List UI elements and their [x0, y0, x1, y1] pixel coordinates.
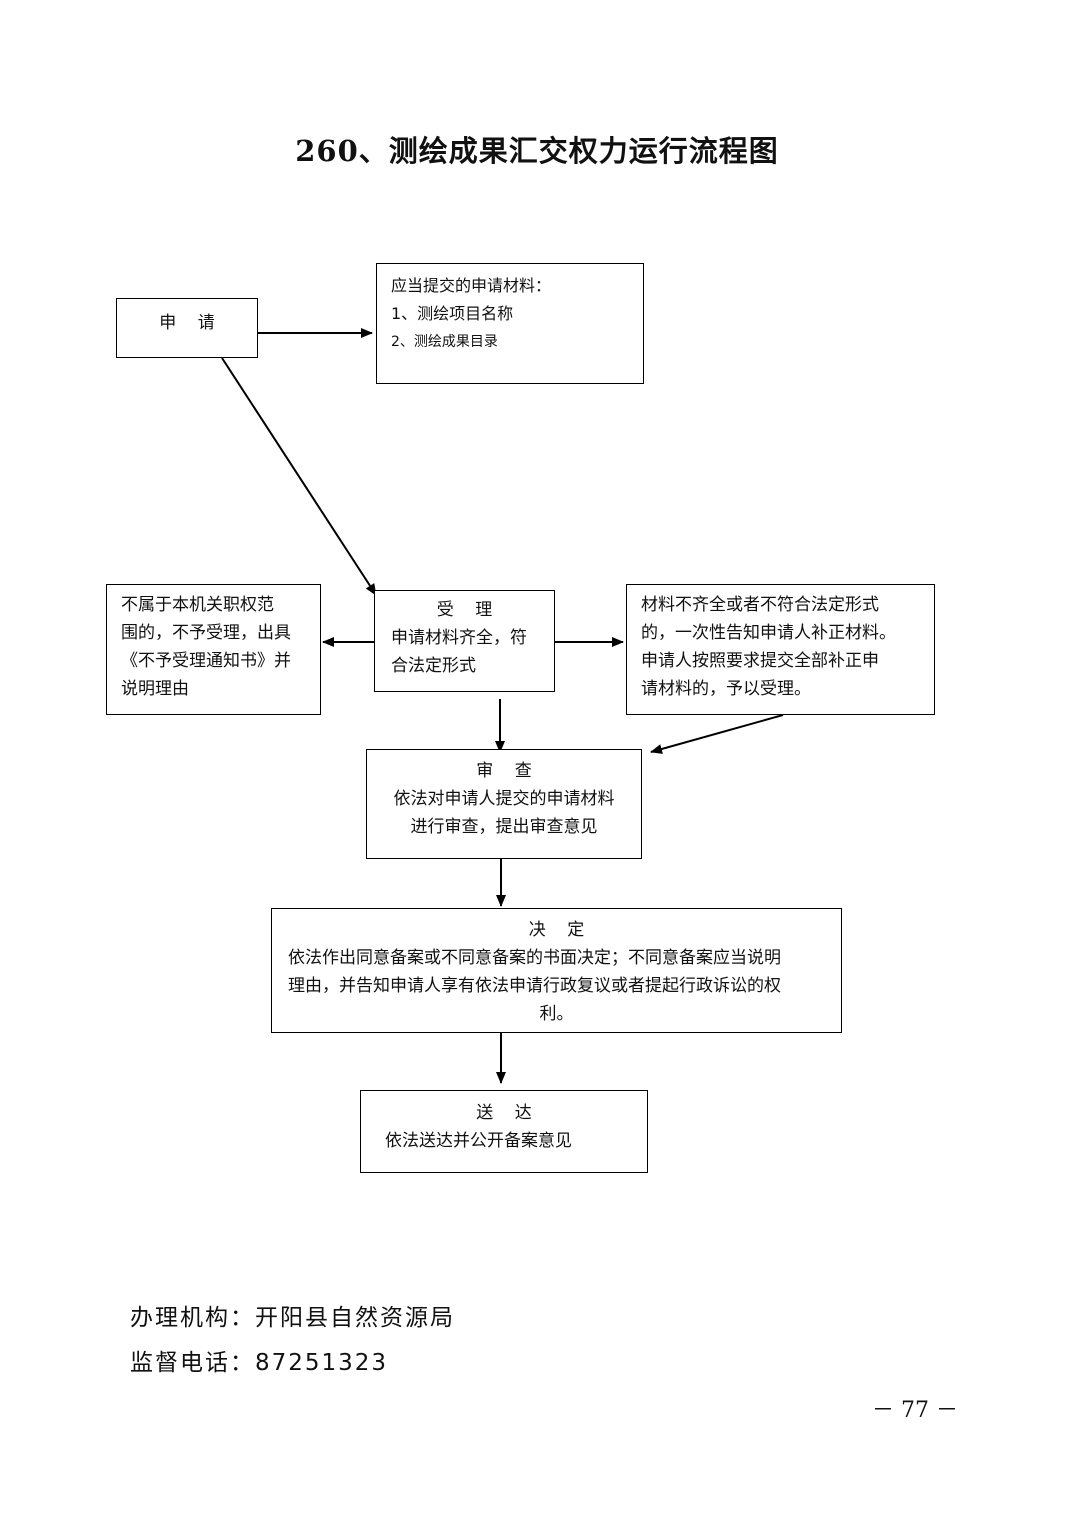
deliver-line-1: 依法送达并公开备案意见 [385, 1131, 572, 1151]
review-line-2: 进行审查，提出审查意见 [410, 817, 598, 837]
apply-label: 申 请 [159, 313, 215, 333]
review-label: 审 查 [476, 761, 532, 781]
apply-box: 申 请 [116, 298, 258, 358]
footer-phone: 监督电话：87251323 [130, 1350, 389, 1376]
supplement-line-3: 申请人按照要求提交全部补正申 [641, 651, 879, 671]
materials-heading: 应当提交的申请材料： [391, 276, 552, 295]
decision-line-3: 利。 [539, 1004, 574, 1024]
materials-box: 应当提交的申请材料： 1、测绘项目名称 2、测绘成果目录 [376, 263, 644, 384]
footer-agency: 办理机构：开阳县自然资源局 [130, 1305, 455, 1331]
decision-line-1: 依法作出同意备案或不同意备案的书面决定；不同意备案应当说明 [288, 948, 781, 968]
accept-line-2: 合法定形式 [391, 656, 476, 676]
reject-box: 不属于本机关职权范 围的，不予受理，出具 《不予受理通知书》并 说明理由 [106, 584, 321, 715]
supplement-line-1: 材料不齐全或者不符合法定形式 [641, 595, 879, 615]
arrow-apply-to-accept [221, 357, 377, 596]
supplement-box: 材料不齐全或者不符合法定形式 的，一次性告知申请人补正材料。 申请人按照要求提交… [626, 584, 935, 715]
supplement-line-2: 的，一次性告知申请人补正材料。 [641, 623, 896, 643]
supplement-line-4: 请材料的，予以受理。 [641, 679, 811, 699]
reject-line-4: 说明理由 [121, 679, 189, 699]
decision-label: 决 定 [528, 920, 585, 940]
reject-line-1: 不属于本机关职权范 [121, 595, 274, 615]
materials-item-2: 2、测绘成果目录 [391, 334, 498, 350]
materials-item-1: 1、测绘项目名称 [391, 304, 514, 323]
deliver-label: 送 达 [476, 1103, 532, 1123]
decision-line-2: 理由，并告知申请人享有依法申请行政复议或者提起行政诉讼的权 [288, 976, 781, 996]
page-title: 260、测绘成果汇交权力运行流程图 [295, 134, 779, 168]
arrow-supplement-to-review [650, 714, 784, 754]
decision-box: 决 定 依法作出同意备案或不同意备案的书面决定；不同意备案应当说明 理由，并告知… [271, 908, 842, 1033]
page-number: － 77 － [872, 1398, 958, 1423]
accept-label: 受 理 [436, 600, 493, 620]
accept-line-1: 申请材料齐全，符 [391, 628, 527, 648]
deliver-box: 送 达 依法送达并公开备案意见 [360, 1090, 648, 1173]
review-line-1: 依法对申请人提交的申请材料 [393, 789, 615, 809]
reject-line-3: 《不予受理通知书》并 [121, 651, 291, 671]
review-box: 审 查 依法对申请人提交的申请材料 进行审查，提出审查意见 [366, 749, 642, 859]
reject-line-2: 围的，不予受理，出具 [121, 623, 291, 643]
accept-box: 受 理 申请材料齐全，符 合法定形式 [374, 590, 555, 692]
